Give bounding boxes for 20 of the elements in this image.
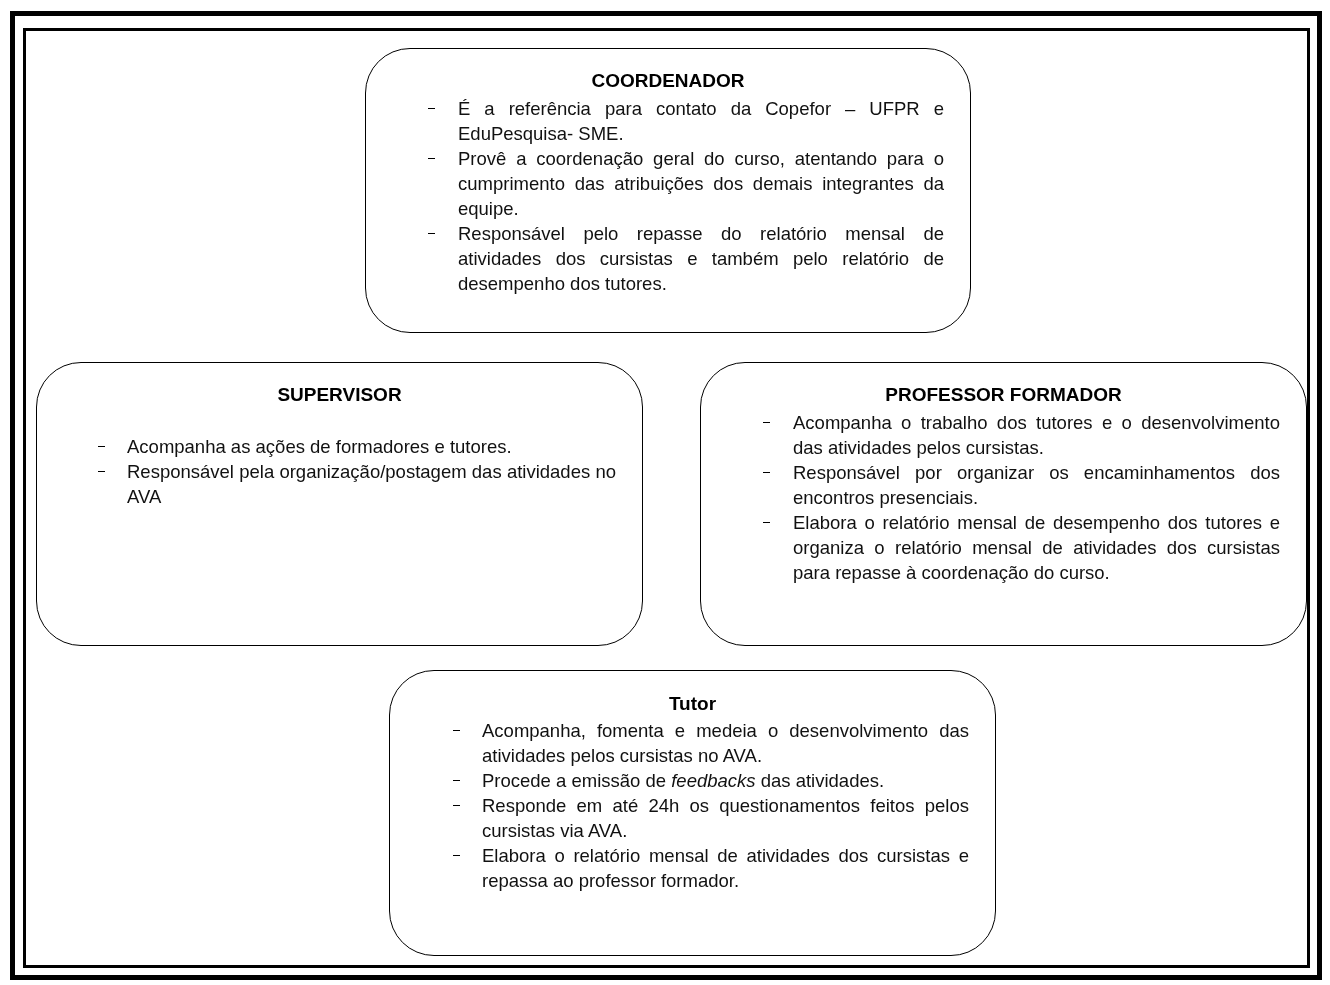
- list-item: Provê a coordenação geral do curso, atentando para o cumprimento das atribuições dos demais integrantes da equipe.: [458, 147, 944, 221]
- list-item: Procede a emissão de feedbacks das atividades.: [482, 769, 886, 793]
- rounded-box: [36, 362, 643, 646]
- box-heading: Tutor: [667, 693, 718, 715]
- list-item: Elabora o relatório mensal de desempenho dos tutores e organiza o relatório mensal de atividades dos cursistas para repasse à coordenação do curso.: [793, 511, 1280, 585]
- list-item: Acompanha as ações de formadores e tutores.: [127, 435, 513, 459]
- list-item: Elabora o relatório mensal de atividades dos cursistas e repassa ao professor formador.: [482, 844, 969, 893]
- list-item: É a referência para contato da Copefor – UFPR e EduPesquisa- SME.: [458, 97, 944, 146]
- list-item: Responsável por organizar os encaminhamentos dos encontros presenciais.: [793, 461, 1280, 510]
- list-item: Acompanha o trabalho dos tutores e o desenvolvimento das atividades pelos cursistas.: [793, 411, 1280, 460]
- rounded-box: [700, 362, 1307, 646]
- box-heading: PROFESSOR FORMADOR: [884, 384, 1123, 406]
- rounded-box: [365, 48, 971, 333]
- list-item: Responde em até 24h os questionamentos feitos pelos cursistas via AVA.: [482, 794, 969, 843]
- box-heading: SUPERVISOR: [276, 384, 403, 406]
- list-item: Responsável pelo repasse do relatório mensal de atividades dos cursistas e também pelo relatório de desempenho dos tutores.: [458, 222, 944, 296]
- list-item: Responsável pela organização/postagem das atividades no AVA: [127, 460, 616, 509]
- list-item: Acompanha, fomenta e medeia o desenvolvimento das atividades pelos cursistas no AVA.: [482, 719, 969, 768]
- rounded-box: [389, 670, 996, 956]
- box-heading: COORDENADOR: [590, 70, 746, 92]
